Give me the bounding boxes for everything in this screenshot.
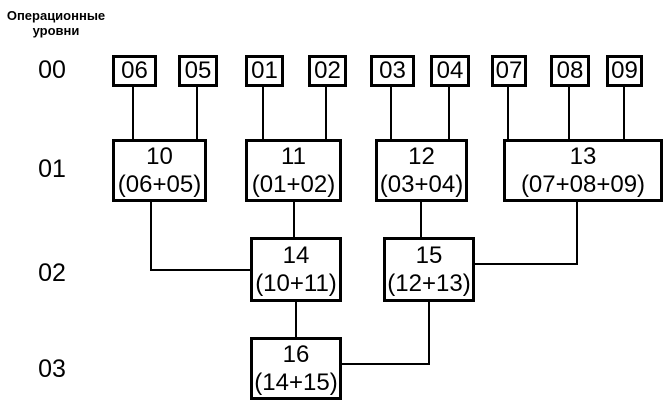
node-12-formula: (03+04): [379, 170, 464, 198]
node-02: 02: [308, 55, 347, 87]
node-12-id: 12: [408, 142, 435, 170]
connector-10-down: [150, 202, 152, 271]
node-01: 01: [245, 55, 284, 87]
node-03: 03: [370, 55, 415, 87]
diagram-title: Операционные уровни: [6, 8, 106, 38]
node-15-id: 15: [415, 241, 443, 269]
node-16-id: 16: [282, 340, 310, 368]
connector-08-to-13: [568, 87, 570, 139]
node-13: 13 (07+08+09): [503, 139, 663, 202]
connector-15-down: [428, 302, 430, 365]
connector-09-to-13: [623, 87, 625, 139]
node-15: 15 (12+13): [383, 237, 475, 302]
node-16: 16 (14+15): [250, 337, 342, 400]
connector-10-to-14: [150, 269, 250, 271]
node-15-formula: (12+13): [387, 269, 471, 297]
node-10-id: 10: [146, 142, 173, 170]
node-07: 07: [491, 55, 527, 87]
node-11: 11 (01+02): [245, 139, 342, 202]
node-13-formula: (07+08+09): [520, 170, 646, 198]
node-11-id: 11: [281, 142, 306, 170]
node-14-formula: (10+11): [255, 269, 337, 297]
node-06: 06: [112, 55, 157, 87]
connector-05-to-10: [196, 87, 198, 139]
connector-13-to-15: [475, 263, 578, 265]
connector-15-to-16: [342, 363, 430, 365]
node-16-formula: (14+15): [254, 368, 338, 396]
connector-01-to-11: [262, 87, 264, 139]
node-12: 12 (03+04): [375, 139, 468, 202]
node-11-formula: (01+02): [251, 170, 336, 198]
node-05: 05: [178, 55, 218, 87]
connector-07-to-13: [507, 87, 509, 139]
connector-02-to-11: [325, 87, 327, 139]
connector-03-to-12: [390, 87, 392, 139]
connector-06-to-10: [132, 87, 134, 139]
node-14: 14 (10+11): [250, 237, 342, 302]
node-10: 10 (06+05): [112, 139, 207, 202]
connector-12-to-15: [420, 202, 422, 237]
connector-13-down: [576, 202, 578, 265]
node-13-id: 13: [569, 142, 597, 170]
connector-14-to-16: [295, 302, 297, 337]
node-04: 04: [430, 55, 470, 87]
level-label-01: 01: [38, 155, 66, 183]
connector-04-to-12: [448, 87, 450, 139]
node-08: 08: [550, 55, 590, 87]
level-label-02: 02: [38, 259, 66, 287]
level-label-00: 00: [38, 56, 66, 84]
node-14-id: 14: [282, 241, 310, 269]
node-09: 09: [606, 55, 643, 87]
node-10-formula: (06+05): [117, 170, 202, 198]
connector-11-to-14: [293, 202, 295, 237]
level-label-03: 03: [38, 355, 66, 383]
